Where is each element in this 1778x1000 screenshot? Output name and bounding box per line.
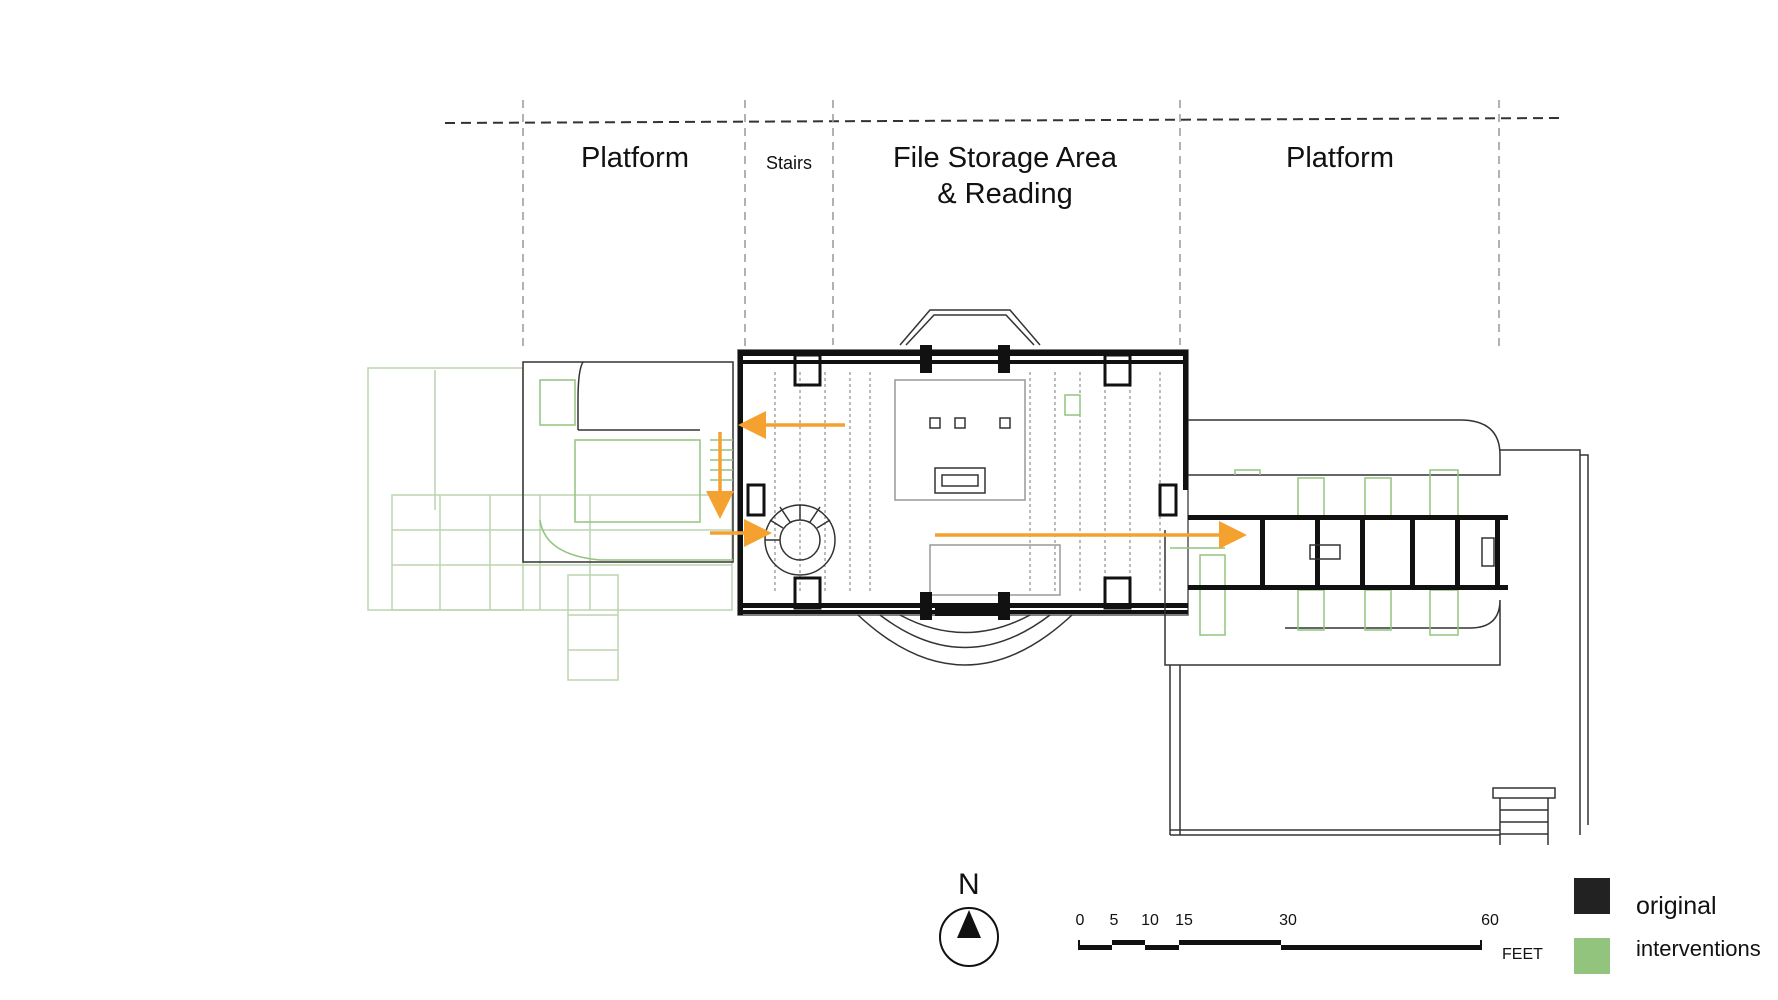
scale-tick-30: 30 <box>1279 912 1297 929</box>
legend-swatch-original <box>1574 878 1610 914</box>
east-wing <box>1164 419 1589 845</box>
datum-line <box>444 117 1561 124</box>
zone-dividers <box>522 100 1500 352</box>
legend-swatch-interventions <box>1574 938 1610 974</box>
legend-label-original: original <box>1636 892 1717 920</box>
scale-tick-10: 10 <box>1141 912 1159 929</box>
east-original-walls <box>1188 515 1508 590</box>
scale-tick-5: 5 <box>1109 912 1119 929</box>
zone-label-file-storage: File Storage Area & Reading <box>892 142 1118 210</box>
zone-label-stairs: Stairs <box>765 153 812 173</box>
scale-unit: FEET <box>1502 946 1543 963</box>
scale-tick-60: 60 <box>1481 912 1499 929</box>
north-arrow-icon <box>939 907 999 967</box>
zone-label-platform-east: Platform <box>1286 142 1394 174</box>
scale-tick-15: 15 <box>1175 912 1193 929</box>
legend-label-interventions: interventions <box>1636 936 1761 961</box>
circulation-arrows <box>706 411 1247 549</box>
scale-bar <box>1078 940 1482 950</box>
west-context <box>367 367 733 681</box>
north-label: N <box>958 868 980 901</box>
scale-tick-0: 0 <box>1075 912 1085 929</box>
original-walls <box>738 345 1188 620</box>
zone-label-platform-west: Platform <box>581 142 689 174</box>
west-platform <box>522 361 734 563</box>
